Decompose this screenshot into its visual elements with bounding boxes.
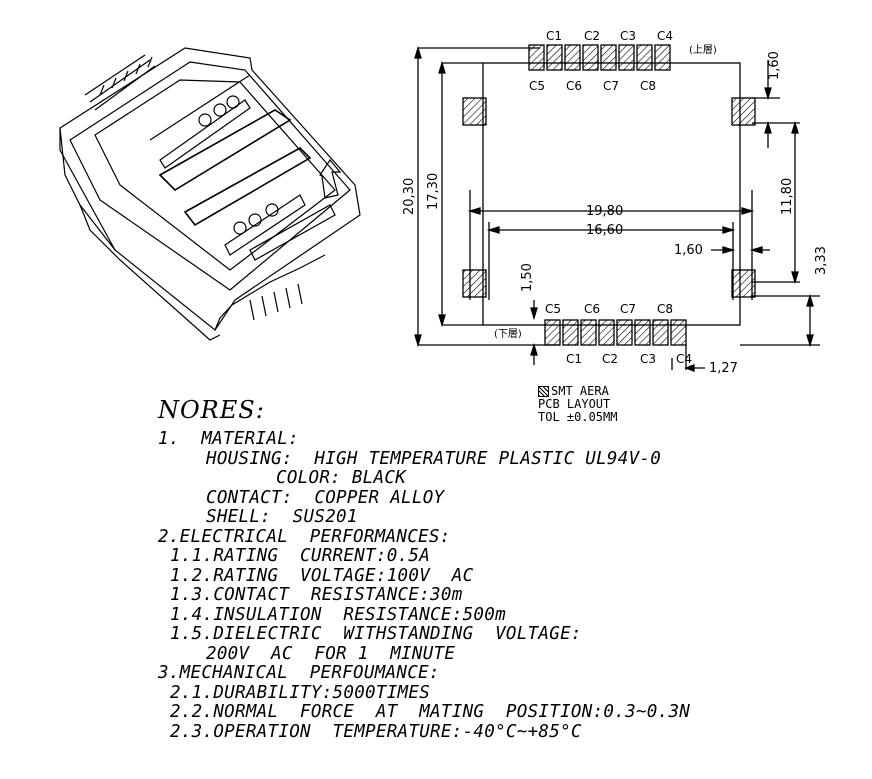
notes-block: NORES: 1. MATERIAL: HOUSING: HIGH TEMPER… [158, 396, 690, 742]
note-line: 2.2.NORMAL FORCE AT MATING POSITION:0.3~… [170, 702, 691, 722]
bottom-contact-pads [544, 319, 687, 346]
pad-label: C4 [676, 352, 692, 366]
dim-label: 3,33 [814, 246, 829, 275]
pad-label: C5 [529, 79, 545, 93]
note-line: 1.3.CONTACT RESISTANCE:30m [170, 585, 463, 605]
pad-label: C8 [657, 302, 673, 316]
note-line: 1.4.INSULATION RESISTANCE:500m [170, 604, 506, 625]
pad-label: C7 [620, 302, 636, 316]
dim-label: 20,30 [402, 178, 417, 215]
note-line: 2.3.OPERATION TEMPERATURE:-40°C~+85°C [170, 721, 582, 742]
pcb-legend: SMT AERA PCB LAYOUT TOL ±0.05MM [538, 385, 617, 424]
notes-title: NORES: [158, 396, 265, 424]
pad-label: C2 [602, 352, 618, 366]
pad-label: C6 [566, 79, 582, 93]
top-layer-note: (上層) [689, 44, 717, 56]
pad-label: C4 [657, 29, 673, 43]
pad-label: C2 [584, 29, 600, 43]
bottom-layer-note: (下層) [494, 328, 522, 340]
legend-line: PCB LAYOUT [538, 397, 611, 411]
note-line: 1. MATERIAL: [158, 429, 299, 449]
pad-label: C7 [603, 79, 619, 93]
note-line: HOUSING: HIGH TEMPERATURE PLASTIC UL94V-… [206, 448, 662, 469]
dim-label: 1,50 [520, 263, 535, 292]
note-line: COLOR: BLACK [276, 468, 407, 488]
dim-label: 11,80 [780, 178, 795, 215]
pad-label: C1 [566, 352, 582, 366]
pad-labels: C1 C2 C3 C4 (上層) C5 C6 C7 C8 C5 C6 C7 C8… [494, 29, 717, 366]
note-line: CONTACT: COPPER ALLOY [206, 487, 445, 508]
pad-label: C5 [545, 302, 561, 316]
note-line: 1.1.RATING CURRENT:0.5A [170, 546, 431, 566]
dim-label: 1,27 [709, 361, 738, 376]
pcb-layout-view [414, 45, 820, 372]
note-line: 1.5.DIELECTRIC WITHSTANDING VOLTAGE: [170, 624, 582, 644]
dimension-labels: 1,60 20,30 17,30 11,80 19,80 16,60 1,60 … [402, 51, 829, 376]
pad-label: C3 [620, 29, 636, 43]
pad-label: C3 [640, 352, 656, 366]
note-line: 3.MECHANICAL PERFOUMANCE: [158, 663, 440, 683]
technical-drawing: C1 C2 C3 C4 (上層) C5 C6 C7 C8 C5 C6 C7 C8… [59, 29, 829, 376]
dim-label: 17,30 [426, 173, 441, 210]
smt-side-pads [462, 97, 756, 298]
legend-line: SMT AERA [538, 385, 617, 398]
pad-label: C8 [640, 79, 656, 93]
pad-label: C6 [584, 302, 600, 316]
pad-label: C1 [546, 29, 562, 43]
dim-label: 1,60 [767, 51, 782, 80]
note-line: 2.ELECTRICAL PERFORMANCES: [158, 526, 451, 547]
dim-label: 19,80 [586, 204, 623, 219]
dim-label: 1,60 [674, 243, 703, 258]
top-contact-pads [528, 44, 671, 71]
note-line: SHELL: SUS201 [206, 507, 358, 527]
legend-line: TOL ±0.05MM [538, 410, 618, 424]
note-line: 200V AC FOR 1 MINUTE [206, 643, 456, 664]
note-line: 1.2.RATING VOLTAGE:100V AC [170, 565, 474, 586]
connector-isometric-view [59, 47, 361, 341]
dim-label: 16,60 [586, 223, 623, 238]
hatch-swatch-icon [538, 386, 549, 397]
note-line: 2.1.DURABILITY:5000TIMES [170, 682, 431, 703]
